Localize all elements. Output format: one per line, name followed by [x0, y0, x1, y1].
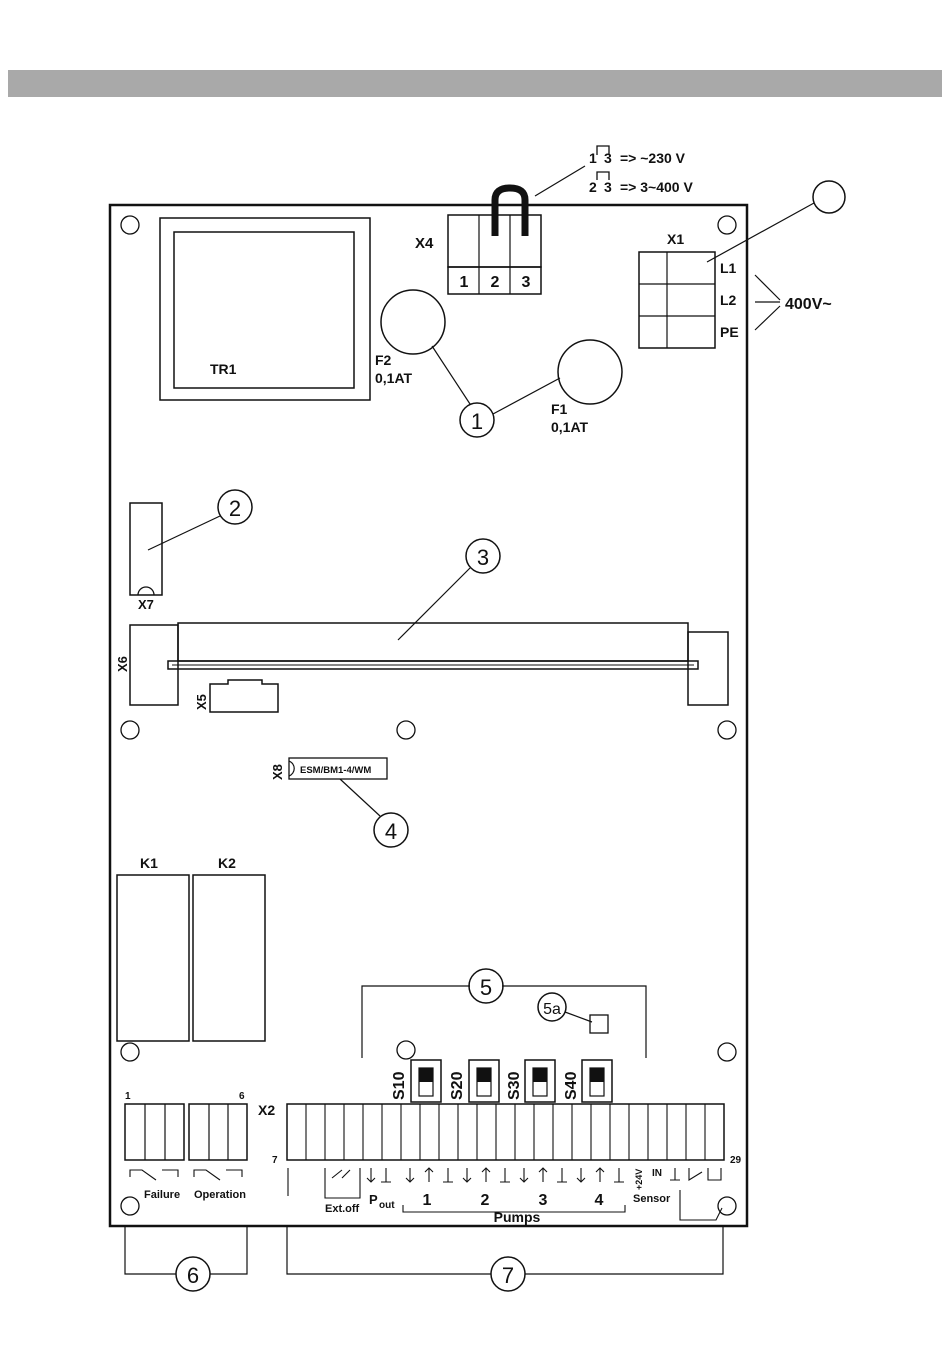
svg-text:400V~: 400V~: [785, 296, 832, 313]
svg-text:K1: K1: [140, 855, 158, 871]
callout-7: 7: [287, 1226, 723, 1291]
relay-k1: K1: [117, 855, 189, 1041]
svg-text:Sensor: Sensor: [633, 1193, 671, 1205]
svg-text:3: 3: [604, 179, 612, 195]
svg-text:PE: PE: [720, 324, 739, 340]
svg-text:1: 1: [589, 150, 597, 166]
svg-text:K2: K2: [218, 855, 236, 871]
callout-2: 2: [148, 490, 252, 550]
svg-text:Pumps: Pumps: [494, 1209, 541, 1225]
svg-text:S20: S20: [449, 1071, 466, 1100]
svg-text:5a: 5a: [543, 1001, 561, 1018]
callout-3: 3: [398, 539, 500, 640]
svg-text:4: 4: [595, 1192, 604, 1209]
svg-text:=> 3~400 V: => 3~400 V: [620, 179, 693, 195]
svg-text:2: 2: [589, 179, 597, 195]
svg-text:0,1AT: 0,1AT: [551, 419, 589, 435]
svg-text:3: 3: [539, 1192, 548, 1209]
fuse-f2: F2 0,1AT: [375, 290, 445, 386]
svg-text:X7: X7: [138, 597, 154, 612]
svg-text:out: out: [379, 1200, 395, 1211]
svg-text:L1: L1: [720, 260, 737, 276]
svg-text:1: 1: [125, 1091, 131, 1102]
x8-module: X8 ESM/BM1-4/WM: [270, 758, 387, 780]
svg-text:F1: F1: [551, 401, 568, 417]
svg-text:ESM/BM1-4/WM: ESM/BM1-4/WM: [300, 765, 371, 776]
led-5a: [590, 1015, 608, 1033]
blank-callout: [813, 181, 845, 213]
svg-text:2: 2: [491, 274, 500, 291]
svg-text:S30: S30: [506, 1071, 523, 1100]
x2-terminal-strip: X2 7 29 Ext.off P out: [258, 1102, 742, 1225]
svg-text:+24V: +24V: [634, 1169, 644, 1190]
svg-text:Failure: Failure: [144, 1189, 180, 1201]
svg-text:X6: X6: [115, 656, 130, 672]
svg-text:6: 6: [239, 1091, 245, 1102]
svg-text:1: 1: [471, 409, 483, 434]
svg-text:6: 6: [187, 1263, 199, 1288]
svg-text:3: 3: [477, 545, 489, 570]
svg-text:X8: X8: [270, 764, 285, 780]
svg-text:0,1AT: 0,1AT: [375, 370, 413, 386]
svg-text:P: P: [369, 1192, 378, 1207]
callout-4: 4: [340, 779, 408, 847]
callout-6: 6: [125, 1226, 247, 1291]
svg-text:X5: X5: [194, 694, 209, 710]
svg-text:L2: L2: [720, 292, 737, 308]
svg-text:1: 1: [460, 274, 469, 291]
svg-text:IN: IN: [652, 1168, 662, 1179]
svg-text:29: 29: [730, 1155, 742, 1166]
callout-5: 5: [362, 969, 646, 1058]
svg-text:Operation: Operation: [194, 1189, 246, 1201]
x5-connector: X5: [194, 680, 278, 712]
callout-1: 1: [432, 346, 560, 437]
callout-5a: 5a: [538, 993, 608, 1033]
relay-k2: K2: [193, 855, 265, 1041]
svg-text:S10: S10: [391, 1071, 408, 1100]
svg-text:X2: X2: [258, 1102, 275, 1118]
svg-text:=> ~230 V: => ~230 V: [620, 150, 686, 166]
svg-text:2: 2: [229, 496, 241, 521]
x7-connector: X7: [130, 503, 162, 612]
svg-text:3: 3: [522, 274, 531, 291]
svg-text:X1: X1: [667, 231, 684, 247]
svg-text:2: 2: [481, 1192, 490, 1209]
svg-text:S40: S40: [563, 1071, 580, 1100]
svg-text:7: 7: [272, 1155, 278, 1166]
svg-text:3: 3: [604, 150, 612, 166]
jumper-note: 1 3 => ~230 V 2 3 => 3~400 V: [535, 146, 693, 196]
relay-output-terminals: 1 6 Failure Operation: [125, 1091, 247, 1201]
svg-text:5: 5: [480, 975, 492, 1000]
svg-text:X4: X4: [415, 235, 434, 252]
svg-text:Ext.off: Ext.off: [325, 1203, 360, 1215]
transformer-tr1: TR1: [160, 218, 370, 400]
svg-text:4: 4: [385, 819, 397, 844]
svg-text:TR1: TR1: [210, 361, 237, 377]
dip-switches: S10 S20 S30 S40: [391, 1060, 612, 1102]
svg-text:F2: F2: [375, 352, 392, 368]
svg-text:7: 7: [502, 1263, 514, 1288]
svg-text:1: 1: [423, 1192, 432, 1209]
module-slot: X6: [115, 623, 728, 705]
fuse-f1: F1 0,1AT: [551, 340, 622, 435]
